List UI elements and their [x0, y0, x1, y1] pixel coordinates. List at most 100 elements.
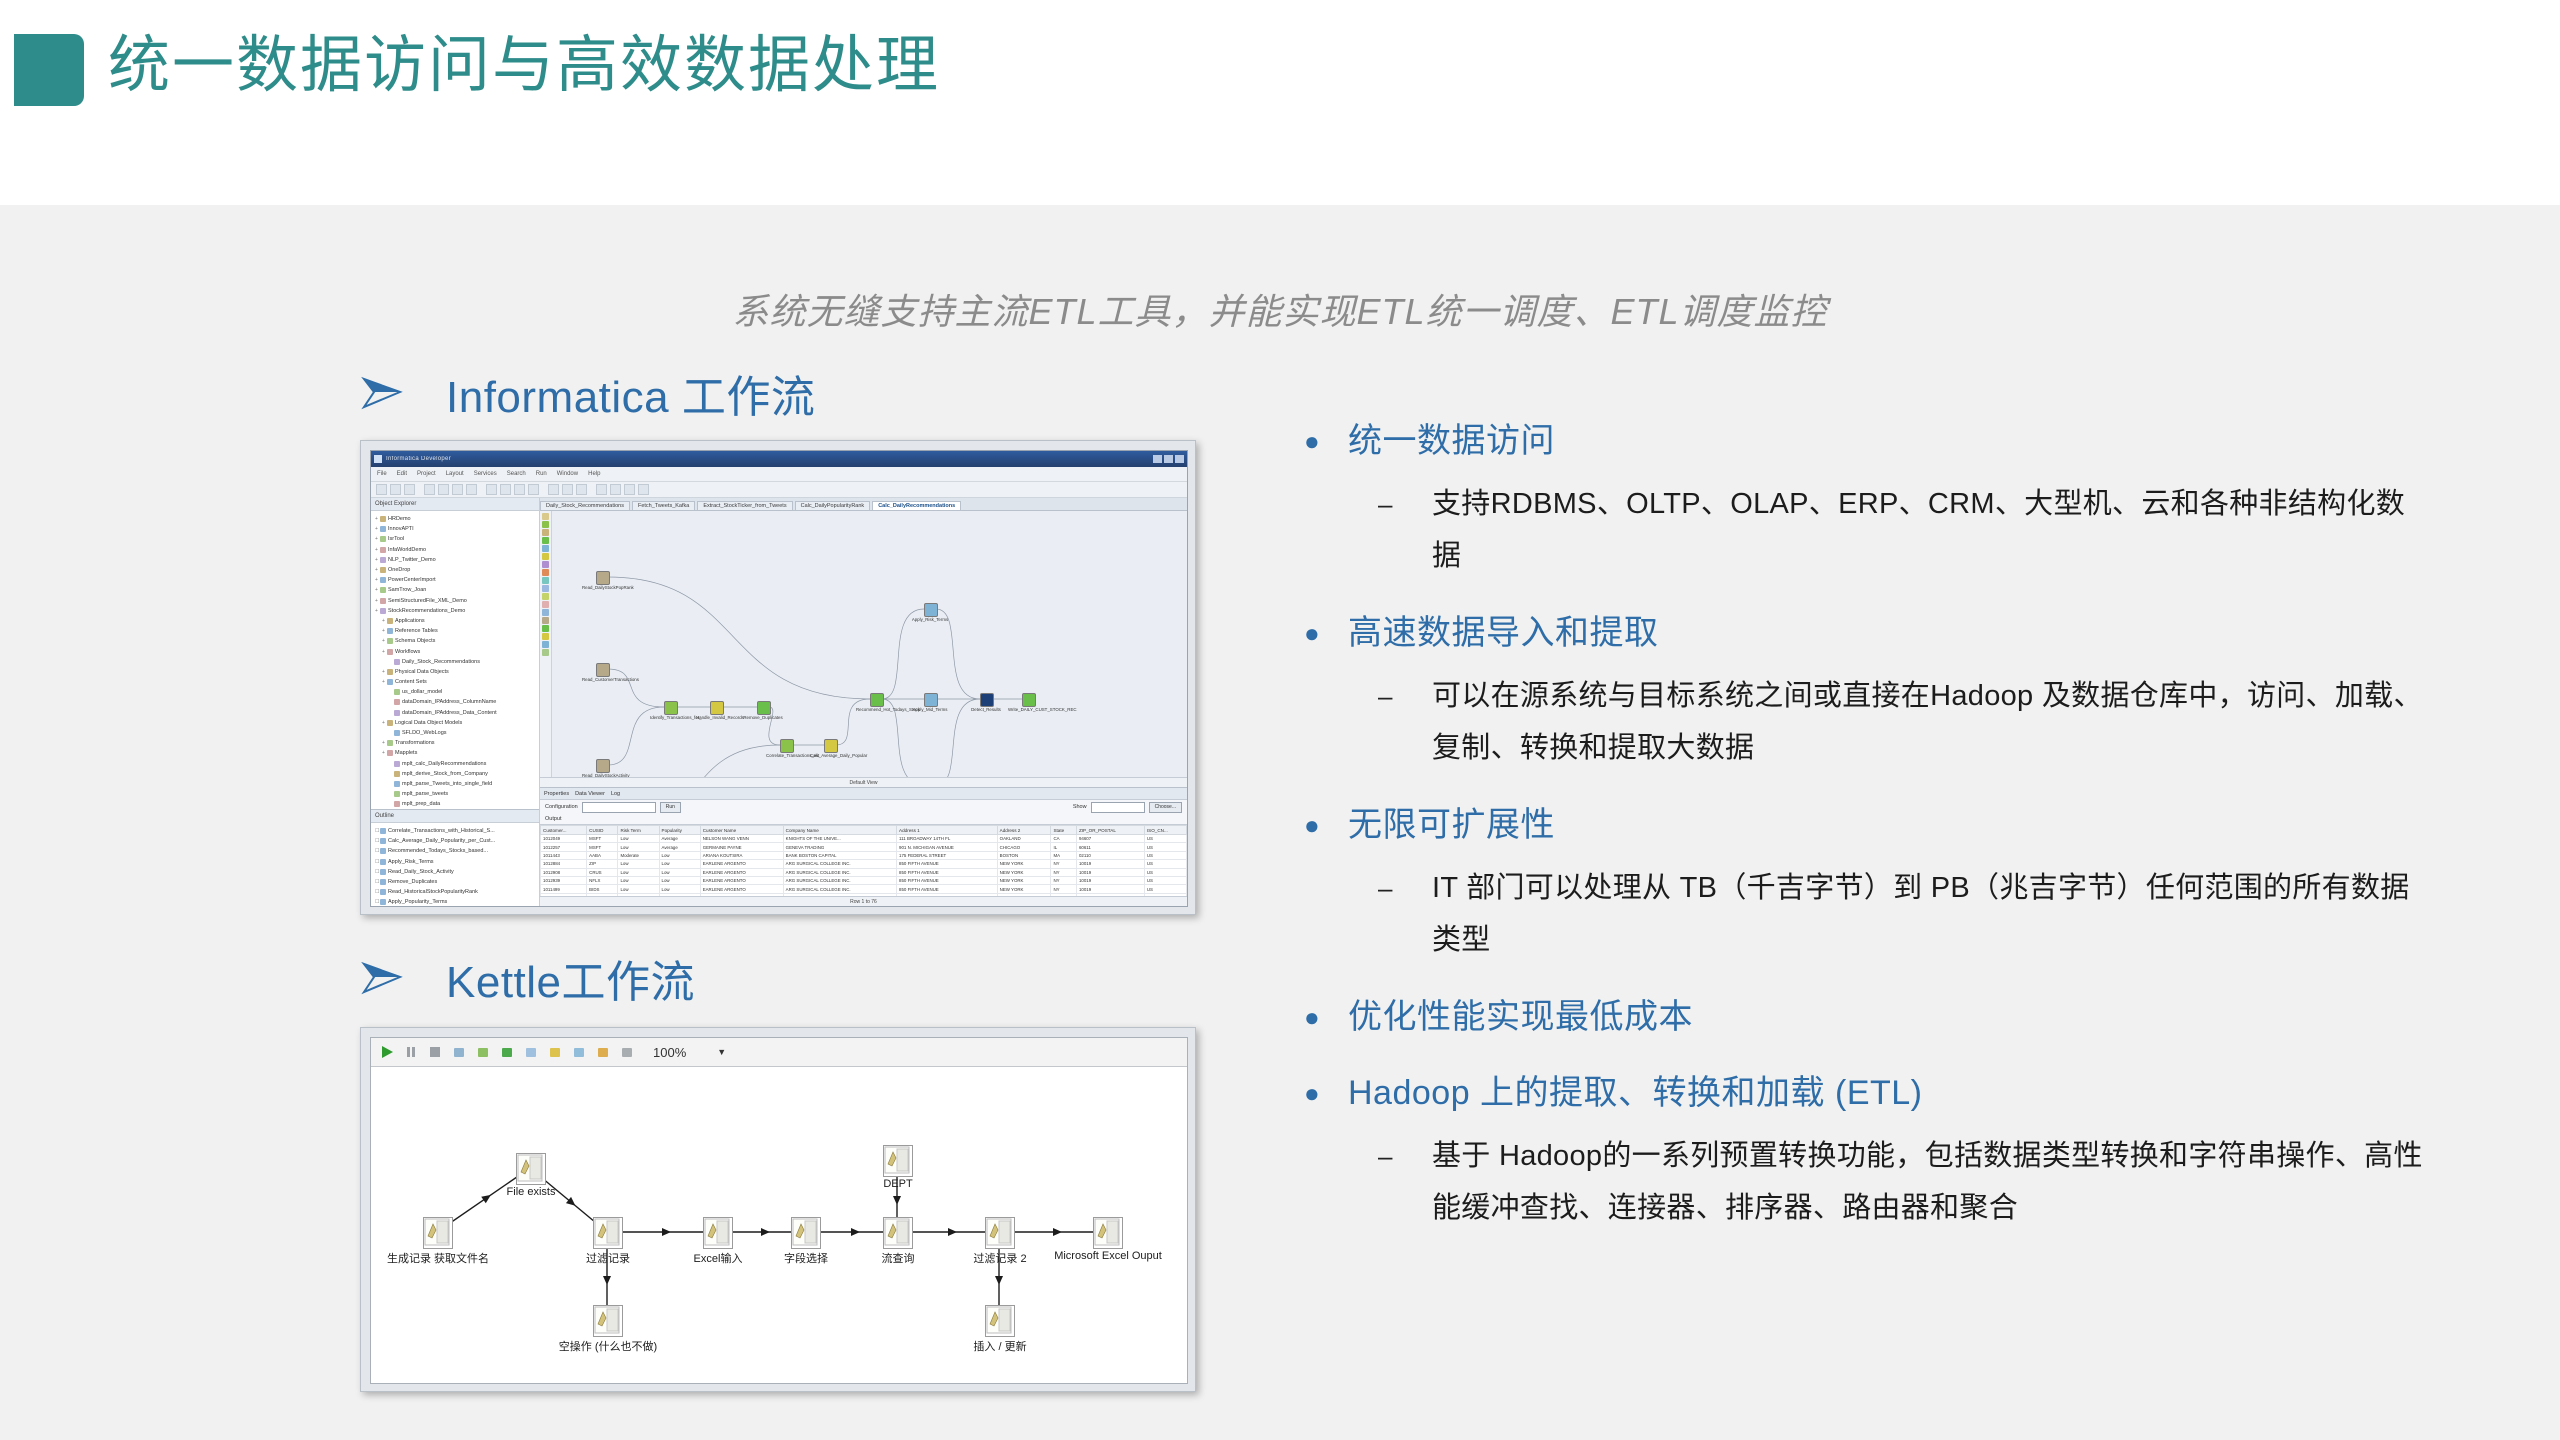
- toolbar-button[interactable]: [418, 485, 421, 494]
- minimize-icon[interactable]: [1153, 455, 1162, 463]
- checkbox-icon[interactable]: ☐: [375, 899, 380, 906]
- toolbar-button[interactable]: [590, 485, 593, 494]
- mapping-node[interactable]: [596, 571, 610, 585]
- palette-item[interactable]: [542, 649, 549, 656]
- toolbar-button[interactable]: [486, 484, 497, 495]
- tree-item[interactable]: +PowerCenterImport: [375, 575, 537, 585]
- tree-item[interactable]: +SamTrow_Joan: [375, 585, 537, 595]
- expand-icon[interactable]: +: [382, 679, 385, 686]
- palette-item[interactable]: [542, 513, 549, 520]
- outline-item[interactable]: ☐Recommended_Todays_Stocks_based...: [375, 846, 537, 856]
- grid-header-cell[interactable]: ZIP_OR_POSTAL: [1075, 825, 1145, 835]
- kettle-step[interactable]: 插入 / 更新: [973, 1305, 1027, 1353]
- tree-item[interactable]: Daily_Stock_Recommendations: [375, 657, 537, 667]
- expand-icon[interactable]: +: [375, 597, 378, 604]
- configuration-select[interactable]: [581, 801, 656, 813]
- toolbar-button[interactable]: [514, 484, 525, 495]
- palette-item[interactable]: [542, 521, 549, 528]
- checkbox-icon[interactable]: ☐: [375, 838, 380, 845]
- expand-icon[interactable]: +: [382, 719, 385, 726]
- checkbox-icon[interactable]: ☐: [375, 848, 380, 855]
- mapping-node[interactable]: [1022, 693, 1036, 707]
- sql-icon[interactable]: [595, 1045, 610, 1060]
- toolbar-button[interactable]: [480, 485, 483, 494]
- checkbox-icon[interactable]: ☐: [375, 858, 380, 865]
- outline-list[interactable]: ☐Correlate_Transactions_with_Historical_…: [371, 823, 539, 906]
- results-tab[interactable]: Log: [610, 790, 621, 797]
- kettle-step[interactable]: 空操作 (什么也不做): [559, 1305, 657, 1353]
- expand-icon[interactable]: +: [382, 750, 385, 757]
- kettle-step[interactable]: 过滤记录: [586, 1217, 630, 1265]
- debug-icon[interactable]: [475, 1045, 490, 1060]
- chevron-down-icon[interactable]: ▼: [717, 1047, 727, 1057]
- grid-header-cell[interactable]: Address 1: [896, 825, 998, 835]
- toolbar-button[interactable]: [376, 484, 387, 495]
- toolbar-button[interactable]: [624, 484, 635, 495]
- mapping-node[interactable]: [710, 701, 724, 715]
- tree-item[interactable]: +HRDemo: [375, 514, 537, 524]
- results-tab[interactable]: Properties: [544, 790, 570, 797]
- kettle-step[interactable]: DEPT: [883, 1145, 913, 1190]
- palette-item[interactable]: [542, 577, 549, 584]
- mapping-node[interactable]: [824, 739, 838, 753]
- kettle-step[interactable]: 流查询: [882, 1217, 915, 1265]
- editor-tab[interactable]: Daily_Stock_Recommendations: [540, 501, 630, 510]
- toolbar-button[interactable]: [466, 484, 477, 495]
- outline-item[interactable]: ☐Correlate_Transactions_with_Historical_…: [375, 826, 537, 836]
- tree-item[interactable]: +Applications: [375, 616, 537, 626]
- editor-tab[interactable]: Fetch_Tweets_Kafka: [631, 501, 696, 510]
- grid-header-cell[interactable]: Customer Name: [699, 825, 784, 835]
- toolbar-button[interactable]: [610, 484, 621, 495]
- object-tree[interactable]: +HRDemo+InnovAPTI+IsrTool+InfaWorldDemo+…: [371, 511, 539, 809]
- palette-item[interactable]: [542, 585, 549, 592]
- grid-header-cell[interactable]: State: [1050, 825, 1077, 835]
- tree-item[interactable]: +SemiStructuredFile_XML_Demo: [375, 596, 537, 606]
- tree-item[interactable]: +Physical Data Objects: [375, 667, 537, 677]
- grid-header-cell[interactable]: ISO_CN...: [1143, 825, 1187, 835]
- mapping-node[interactable]: [780, 739, 794, 753]
- window-controls[interactable]: [1153, 455, 1184, 463]
- checkbox-icon[interactable]: ☐: [375, 889, 380, 896]
- expand-icon[interactable]: +: [375, 516, 378, 523]
- expand-icon[interactable]: +: [375, 526, 378, 533]
- grid-header-cell[interactable]: Customer...: [540, 825, 588, 835]
- kettle-step[interactable]: Microsoft Excel Ouput: [1054, 1217, 1162, 1262]
- menu-item[interactable]: Window: [556, 471, 579, 477]
- tree-item[interactable]: us_dollar_model: [375, 687, 537, 697]
- toolbar-button[interactable]: [542, 485, 545, 494]
- tree-item[interactable]: +InnovAPTI: [375, 524, 537, 534]
- mapping-node[interactable]: [596, 663, 610, 677]
- expand-icon[interactable]: +: [382, 628, 385, 635]
- palette-item[interactable]: [542, 617, 549, 624]
- palette-item[interactable]: [542, 609, 549, 616]
- pause-icon[interactable]: [403, 1045, 418, 1060]
- kettle-step[interactable]: 生成记录 获取文件名: [387, 1217, 489, 1265]
- toolbar-button[interactable]: [596, 484, 607, 495]
- expand-icon[interactable]: +: [375, 607, 378, 614]
- kettle-step[interactable]: 字段选择: [784, 1217, 828, 1265]
- checkbox-icon[interactable]: ☐: [375, 828, 380, 835]
- grid-header-cell[interactable]: CUSID: [586, 825, 619, 835]
- palette-item[interactable]: [542, 537, 549, 544]
- palette-item[interactable]: [542, 625, 549, 632]
- preview-icon[interactable]: [451, 1045, 466, 1060]
- tree-item[interactable]: +Transformations: [375, 738, 537, 748]
- toolbar-button[interactable]: [548, 484, 559, 495]
- close-icon[interactable]: [1175, 455, 1184, 463]
- tree-item[interactable]: +StockRecommendations_Demo: [375, 606, 537, 616]
- expand-icon[interactable]: +: [382, 740, 385, 747]
- mapping-node[interactable]: [980, 693, 994, 707]
- mapping-node[interactable]: [870, 693, 884, 707]
- tree-item[interactable]: SFLDO_WebLogs: [375, 728, 537, 738]
- choose-button[interactable]: Choose...: [1148, 801, 1182, 813]
- outline-item[interactable]: ☐Read_Daily_Stock_Activity: [375, 867, 537, 877]
